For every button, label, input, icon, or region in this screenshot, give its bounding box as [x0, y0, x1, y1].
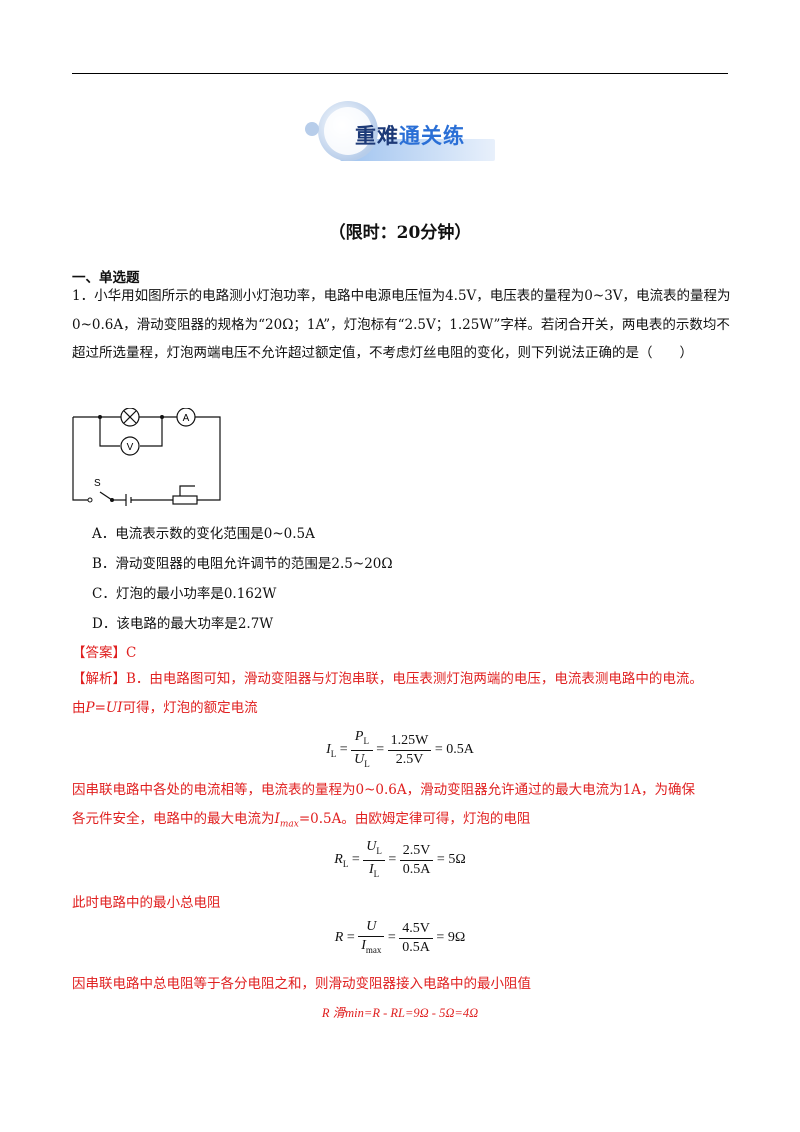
analysis-p1: 【解析】B．由电路图可知，滑动变阻器与灯泡串联，电压表测灯泡两端的电压，电流表测…: [72, 671, 703, 716]
banner-graphic: [305, 101, 495, 161]
option-a: A．电流表示数的变化范围是0~0.5A: [92, 526, 315, 542]
option-b: B．滑动变阻器的电阻允许调节的范围是2.5~20Ω: [92, 556, 393, 572]
equation-4: R 滑min=R - RL=9Ω - 5Ω=4Ω: [321, 1006, 479, 1020]
option-c: C．灯泡的最小功率是0.162W: [92, 586, 277, 602]
answer: 【答案】C: [72, 645, 137, 661]
voltmeter-symbol: [120, 436, 140, 456]
question-text: 1．小华用如图所示的电路测小灯泡功率，电路中电源电压恒为4.5V，电压表的量程为…: [72, 288, 731, 361]
time-limit: （限时：20分钟）: [328, 223, 472, 243]
option-d: D．该电路的最大功率是2.7W: [92, 616, 274, 632]
answer-value: C: [126, 645, 137, 661]
analysis-p5: 因串联电路中总电阻等于各分电阻之和，则滑动变阻器接入电路中的最小阻值: [72, 976, 531, 992]
switch-label: S: [94, 478, 101, 489]
section-title: 一、单选题: [72, 270, 140, 286]
analysis-p3: 因串联电路中各处的电流相等，电流表的量程为0~0.6A，滑动变阻器允许通过的最大…: [72, 782, 695, 830]
voltmeter-label: V: [127, 442, 134, 453]
circuit-diagram: A V S: [72, 408, 221, 506]
ammeter-label: A: [183, 413, 190, 424]
top-rule: [72, 73, 728, 74]
ammeter-symbol: [176, 408, 196, 427]
analysis-p4: 此时电路中的最小总电阻: [72, 895, 221, 911]
banner-title: 重难通关练: [355, 124, 465, 148]
